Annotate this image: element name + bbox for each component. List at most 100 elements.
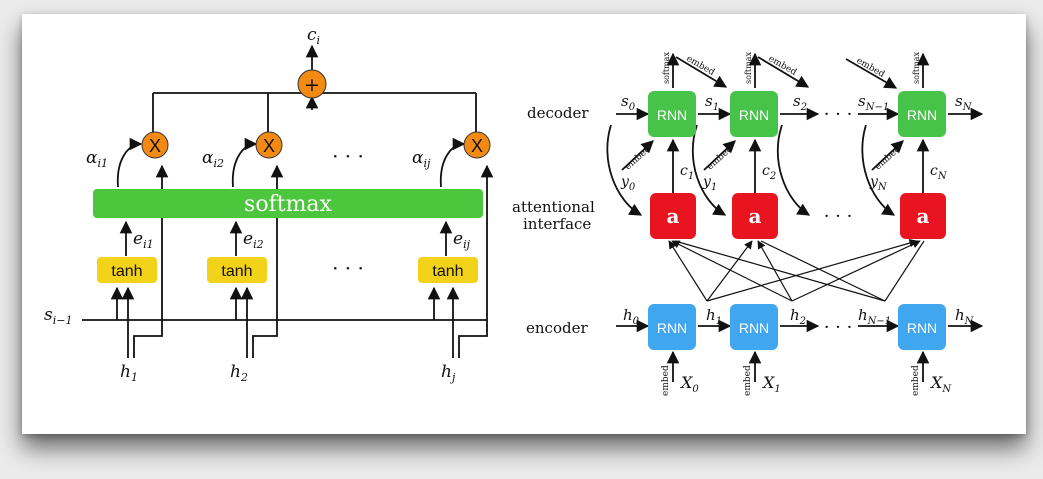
- input-1: X1: [761, 373, 781, 395]
- hidden-label-3: hj: [441, 362, 456, 384]
- hidden-label-2: h2: [230, 362, 248, 384]
- embed-tag-y-1: embed: [623, 144, 653, 172]
- embed-tag-y-3: embed: [873, 144, 903, 172]
- attention-box-2: [732, 193, 778, 239]
- ellipsis-alpha: · · ·: [332, 144, 364, 168]
- tanh-label-2: tanh: [221, 263, 252, 280]
- tanh-label-1: tanh: [111, 263, 142, 280]
- alpha-arrow-2: [231, 137, 258, 188]
- attention-box-3-label: a: [917, 204, 930, 228]
- encoder-state-0: h0: [623, 306, 640, 327]
- decoder-state-1: s1: [705, 92, 719, 113]
- attention-row-label-1: attentional: [512, 198, 595, 216]
- encoder-state-2: h2: [790, 306, 806, 327]
- decoder-rnn-boxes: RNN RNN RNN: [648, 91, 946, 137]
- softmax-tag-2: softmax: [744, 52, 753, 84]
- decoder-rnn-1: [648, 91, 696, 137]
- embed-tag-y-2: embed: [705, 144, 735, 172]
- context-2: c2: [762, 163, 776, 182]
- context-1: c1: [680, 163, 694, 182]
- alpha-label-3: αij: [412, 148, 431, 170]
- tanh-box-2: [207, 257, 267, 283]
- attention-box-2-label: a: [749, 204, 762, 228]
- ellipsis-encoder: · · ·: [824, 317, 853, 338]
- decoder-rnn-1-label: RNN: [657, 107, 687, 123]
- ellipsis-decoder: · · ·: [824, 104, 853, 125]
- softmax-label: softmax: [244, 192, 332, 217]
- tanh-boxes: tanh tanh tanh: [97, 257, 478, 283]
- decoder-row-label: decoder: [527, 104, 589, 122]
- encoder-state-4: hN: [955, 306, 975, 327]
- output-1: y1: [702, 174, 717, 193]
- value-path-1: [133, 164, 169, 358]
- energy-label-2: ei2: [243, 229, 264, 251]
- embed-tag-input-1: embed: [661, 365, 671, 396]
- attention-box-1-label: a: [667, 204, 680, 228]
- plus-symbol: +: [304, 74, 320, 96]
- embed-tag-top-3: embed: [855, 56, 887, 80]
- decoder-state-4: sN: [955, 92, 973, 113]
- encoder-rnn-1: [648, 304, 696, 350]
- context-3: cN: [930, 163, 948, 182]
- encoder-rnn-1-label: RNN: [657, 320, 687, 336]
- embed-tag-input-2: embed: [743, 365, 753, 396]
- softmax-bar: [93, 189, 483, 218]
- decoder-rnn-2: [730, 91, 778, 137]
- softmax-tag-1: softmax: [662, 52, 671, 84]
- attention-crossings: [668, 239, 925, 302]
- tanh-box-3: [418, 257, 478, 283]
- output-0: y0: [620, 174, 636, 193]
- plus-node: [297, 69, 327, 99]
- alpha-label-1: αi1: [86, 148, 108, 170]
- alpha-label-2: αi2: [202, 148, 224, 170]
- encoder-state-3: hN−1: [858, 306, 891, 327]
- input-0: X0: [679, 373, 699, 395]
- multiply-nodes: X X X: [141, 131, 491, 159]
- softmax-tag-3: softmax: [912, 52, 921, 84]
- encoder-rnn-2-label: RNN: [739, 320, 769, 336]
- encoder-rnn-2: [730, 304, 778, 350]
- alpha-arrow-3: [439, 137, 466, 188]
- row-labels: decoder attentional interface encoder: [512, 104, 595, 337]
- energy-label-3: eij: [453, 229, 471, 251]
- context-label: ci: [307, 25, 320, 47]
- value-path-3: [458, 164, 494, 358]
- prev-state-label: si−1: [44, 305, 72, 327]
- decoder-state-0: s0: [621, 92, 636, 113]
- value-path-2: [252, 164, 284, 358]
- encoder-rnn-3-label: RNN: [907, 320, 937, 336]
- multiply-node-1: [141, 131, 169, 159]
- energy-label-1: ei1: [133, 229, 154, 251]
- attention-boxes: a a a: [650, 193, 946, 239]
- encoder-rnn-boxes: RNN RNN RNN: [648, 304, 946, 350]
- decoder-state-2: s2: [793, 92, 807, 113]
- decoder-rnn-2-label: RNN: [739, 107, 769, 123]
- encoder-row-label: encoder: [526, 319, 588, 337]
- figure-card: [22, 14, 1026, 434]
- left-labels: ci αi1 αi2 αij ei1 ei2 eij si−1 h1 h2 hj…: [44, 25, 471, 384]
- hidden-label-1: h1: [120, 362, 138, 384]
- embed-tag-input-3: embed: [911, 365, 921, 396]
- decoder-state-3: sN−1: [858, 92, 889, 113]
- multiply-symbol-3: X: [471, 136, 483, 156]
- ellipsis-attention: · · ·: [824, 206, 853, 227]
- output-2: yN: [869, 174, 888, 193]
- multiply-symbol-1: X: [149, 136, 161, 156]
- alpha-arrow-1: [116, 137, 143, 188]
- tanh-label-3: tanh: [432, 263, 463, 280]
- attention-box-3: [900, 193, 946, 239]
- multiply-symbol-2: X: [263, 136, 275, 156]
- attention-box-1: [650, 193, 696, 239]
- ellipsis-tanh: · · ·: [332, 256, 364, 280]
- multiply-node-3: [463, 131, 491, 159]
- decoder-rnn-3-label: RNN: [907, 107, 937, 123]
- encoder-rnn-3: [898, 304, 946, 350]
- attention-row-label-2: interface: [523, 215, 591, 233]
- encoder-state-1: h1: [706, 306, 722, 327]
- decoder-rnn-3: [898, 91, 946, 137]
- tanh-box-1: [97, 257, 157, 283]
- input-2: XN: [929, 373, 952, 395]
- multiply-node-2: [255, 131, 283, 159]
- right-arrows: [606, 52, 984, 382]
